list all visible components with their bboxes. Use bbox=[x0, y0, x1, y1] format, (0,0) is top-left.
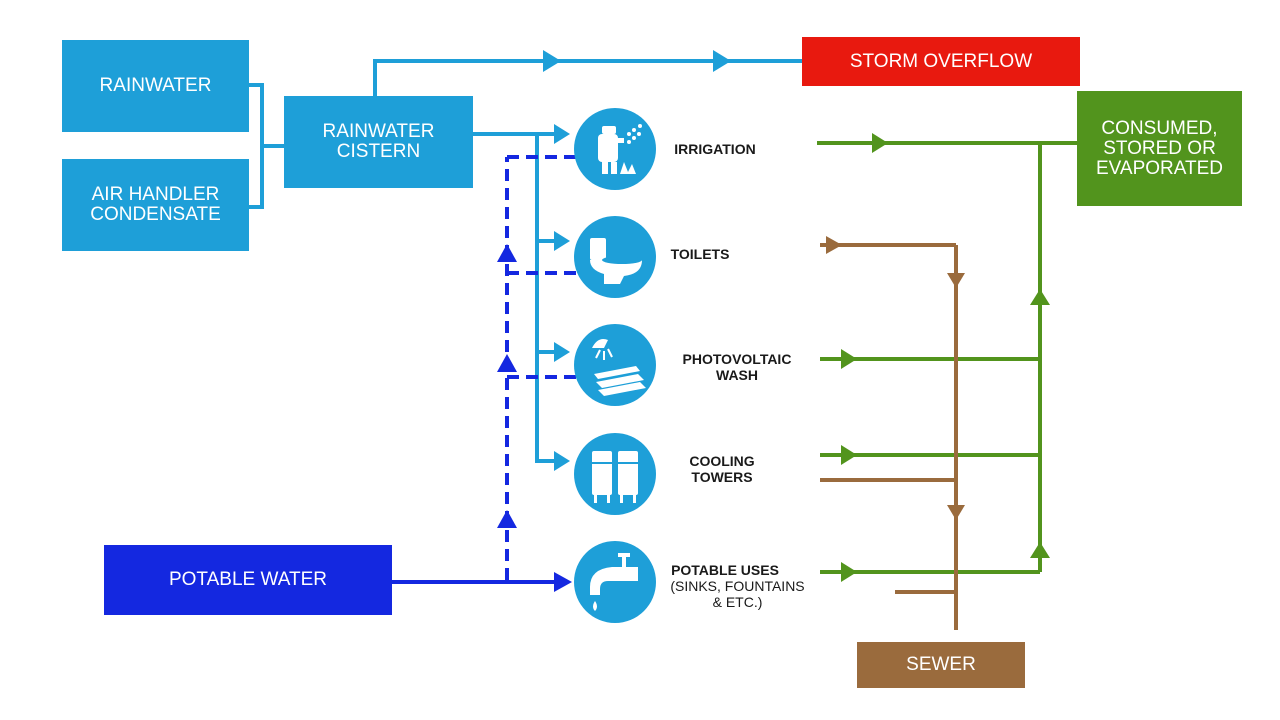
toilets-label: TOILETS bbox=[670, 246, 730, 262]
sewer-box: SEWER bbox=[857, 642, 1025, 688]
cooling-towers-icon bbox=[574, 433, 656, 515]
storm-overflow-box: STORM OVERFLOW bbox=[802, 37, 1080, 86]
rainwater-label: RAINWATER bbox=[99, 75, 212, 96]
photovoltaic-wash-label: PHOTOVOLTAIC WASH bbox=[682, 351, 792, 383]
toilet-icon bbox=[574, 216, 656, 298]
consumed-lines bbox=[817, 141, 1078, 574]
potable-water-label: POTABLE WATER bbox=[168, 569, 327, 590]
potable-dashed-lines bbox=[505, 155, 580, 580]
rainwater-box: RAINWATER bbox=[62, 40, 249, 132]
air-handler-condensate-box: AIR HANDLER CONDENSATE bbox=[62, 159, 249, 251]
photovoltaic-wash-icon bbox=[574, 324, 656, 406]
potable-uses-sublabel: (SINKS, FOUNTAINS & ETC.) bbox=[670, 578, 805, 610]
rainwater-cistern-label: RAINWATER CISTERN bbox=[322, 121, 435, 162]
potable-uses-label: POTABLE USES bbox=[671, 562, 779, 578]
consumed-arrowheads bbox=[841, 133, 1050, 582]
air-handler-condensate-label: AIR HANDLER CONDENSATE bbox=[90, 184, 221, 225]
sewer-arrowheads bbox=[826, 236, 965, 520]
potable-water-box: POTABLE WATER bbox=[104, 545, 392, 615]
irrigation-icon bbox=[574, 108, 656, 190]
irrigation-label: IRRIGATION bbox=[674, 141, 756, 157]
sewer-label: SEWER bbox=[906, 654, 976, 675]
rainwater-arrowheads bbox=[543, 50, 731, 471]
potable-arrowheads bbox=[497, 244, 572, 592]
consumed-box: CONSUMED, STORED OR EVAPORATED bbox=[1077, 91, 1242, 206]
faucet-icon bbox=[574, 541, 656, 623]
consumed-label: CONSUMED, STORED OR EVAPORATED bbox=[1095, 117, 1224, 179]
storm-overflow-label: STORM OVERFLOW bbox=[849, 50, 1033, 72]
rainwater-cistern-box: RAINWATER CISTERN bbox=[284, 96, 473, 188]
cooling-towers-label: COOLING TOWERS bbox=[689, 453, 755, 485]
sewer-lines bbox=[820, 243, 958, 630]
